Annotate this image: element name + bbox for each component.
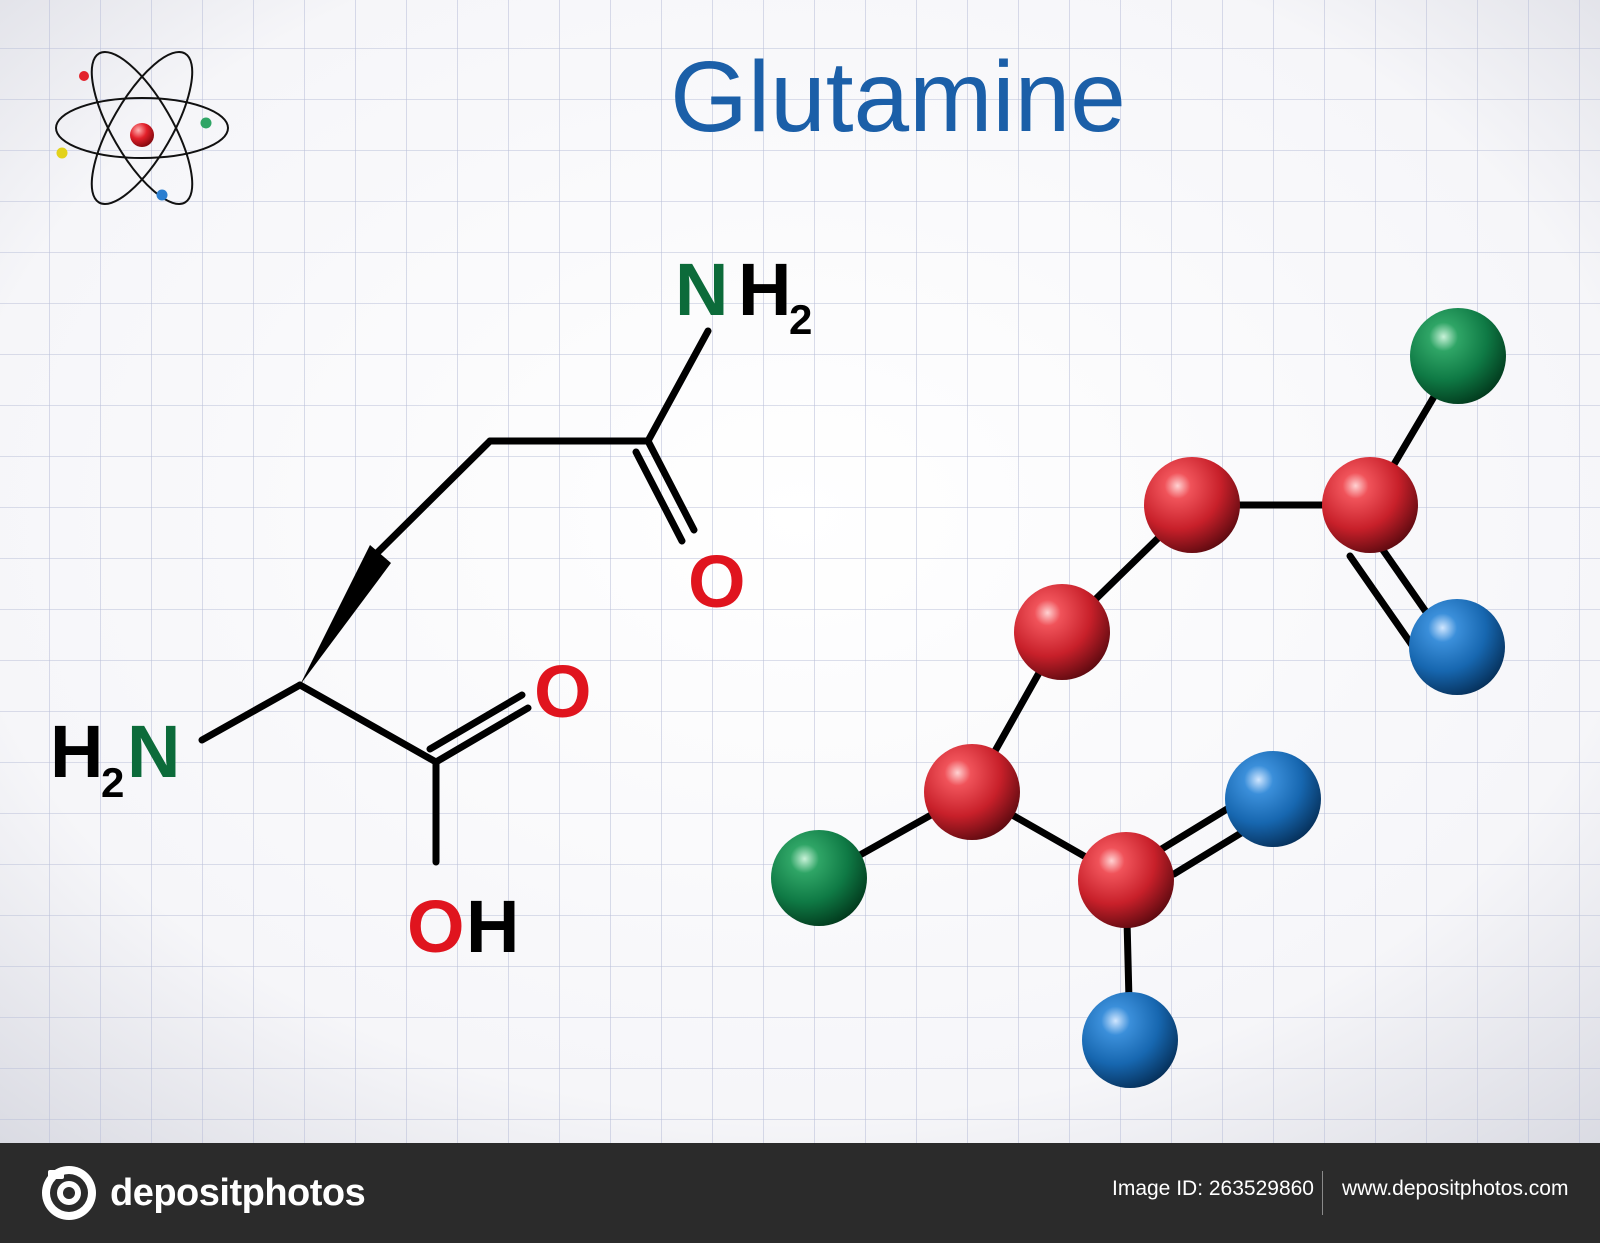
image-id: Image ID: 263529860: [1112, 1177, 1314, 1200]
label-acid-oxygen: O: [534, 650, 592, 733]
atom-carbon-delta: [1322, 457, 1418, 553]
label-left-amine-count: 2: [101, 759, 124, 806]
label-top-amine-h: H: [738, 248, 791, 331]
label-left-amine-n: N: [127, 710, 180, 793]
bond-amide-co-1: [644, 437, 698, 534]
label-hydroxyl-o: O: [407, 885, 465, 968]
ball-and-stick-model: [771, 308, 1506, 1088]
label-top-amine-count: 2: [789, 296, 812, 343]
label-left-amine-h: H: [50, 710, 103, 793]
grid-paper: [0, 0, 1600, 1143]
brand-logo[interactable]: depositphotos: [40, 1163, 366, 1223]
atom-carbonyl-oxygen: [1225, 751, 1321, 847]
atom-icon: [55, 51, 229, 205]
atom-alpha-nitrogen: [771, 830, 867, 926]
diagram-canvas: Glutamine N H 2 O O O H H 2 N: [0, 0, 1600, 1143]
brand-name: depositphotos: [110, 1171, 366, 1214]
atom-carbon-gamma: [1144, 457, 1240, 553]
structural-formula: [198, 327, 712, 866]
bond-alpha-n: [198, 681, 304, 744]
bond-amide-c-n: [644, 327, 712, 445]
website-link[interactable]: www.depositphotos.com: [1342, 1177, 1569, 1200]
atom-hydroxyl-oxygen: [1082, 992, 1178, 1088]
atom-carbon-beta: [1014, 584, 1110, 680]
label-hydroxyl-h: H: [466, 885, 519, 968]
bond-beta-gamma: [374, 437, 494, 556]
bond-amide-co-2: [632, 448, 686, 545]
label-top-amine-n: N: [675, 248, 728, 331]
bond-alpha-carboxyl: [296, 681, 440, 766]
stick-c5-o-double-2: [1346, 552, 1418, 652]
bond-carboxyl-co-1: [432, 704, 532, 766]
footer-bar: depositphotos Image ID: 263529860 www.de…: [0, 1143, 1600, 1243]
atom-carboxyl-carbon: [1078, 832, 1174, 928]
stereo-wedge-bond: [300, 545, 391, 685]
atom-amide-oxygen: [1409, 599, 1505, 695]
atom-carbon-alpha: [924, 744, 1020, 840]
atom-amide-nitrogen: [1410, 308, 1506, 404]
camera-icon: [42, 1166, 96, 1220]
footer-divider: [1322, 1171, 1323, 1215]
glutamine-diagram: Glutamine N H 2 O O O H H 2 N: [0, 0, 1600, 1143]
page-title: Glutamine: [670, 41, 1126, 153]
bond-carboxyl-co-2: [426, 691, 526, 753]
label-amide-oxygen: O: [688, 540, 746, 623]
